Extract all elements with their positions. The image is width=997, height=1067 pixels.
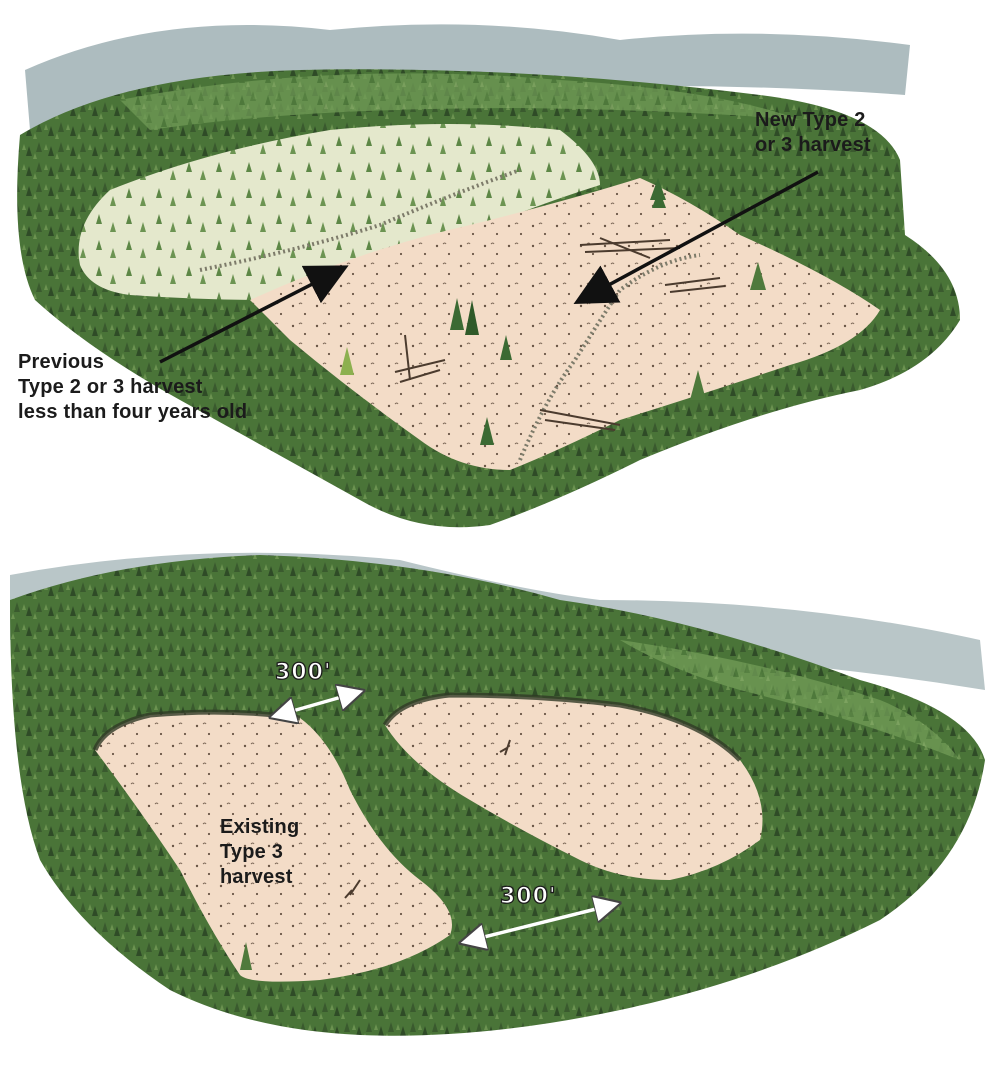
new-harvest-label-line: New Type 2 — [755, 108, 871, 133]
spacing-label-bottom: 300' — [500, 884, 557, 909]
existing-harvest-label: Existing Type 3 harvest — [220, 815, 299, 890]
new-harvest-label-line: or 3 harvest — [755, 133, 871, 158]
top-panel — [17, 24, 960, 527]
existing-harvest-label-line: Type 3 — [220, 840, 299, 865]
previous-harvest-label: Previous Type 2 or 3 harvest less than f… — [18, 350, 247, 425]
previous-harvest-label-line: Previous — [18, 350, 247, 375]
existing-harvest-label-line: Existing — [220, 815, 299, 840]
bottom-panel — [10, 553, 985, 1036]
existing-harvest-label-line: harvest — [220, 865, 299, 890]
new-harvest-label: New Type 2 or 3 harvest — [755, 108, 871, 158]
previous-harvest-label-line: Type 2 or 3 harvest — [18, 375, 247, 400]
previous-harvest-label-line: less than four years old — [18, 400, 247, 425]
spacing-label-top: 300' — [275, 660, 332, 685]
